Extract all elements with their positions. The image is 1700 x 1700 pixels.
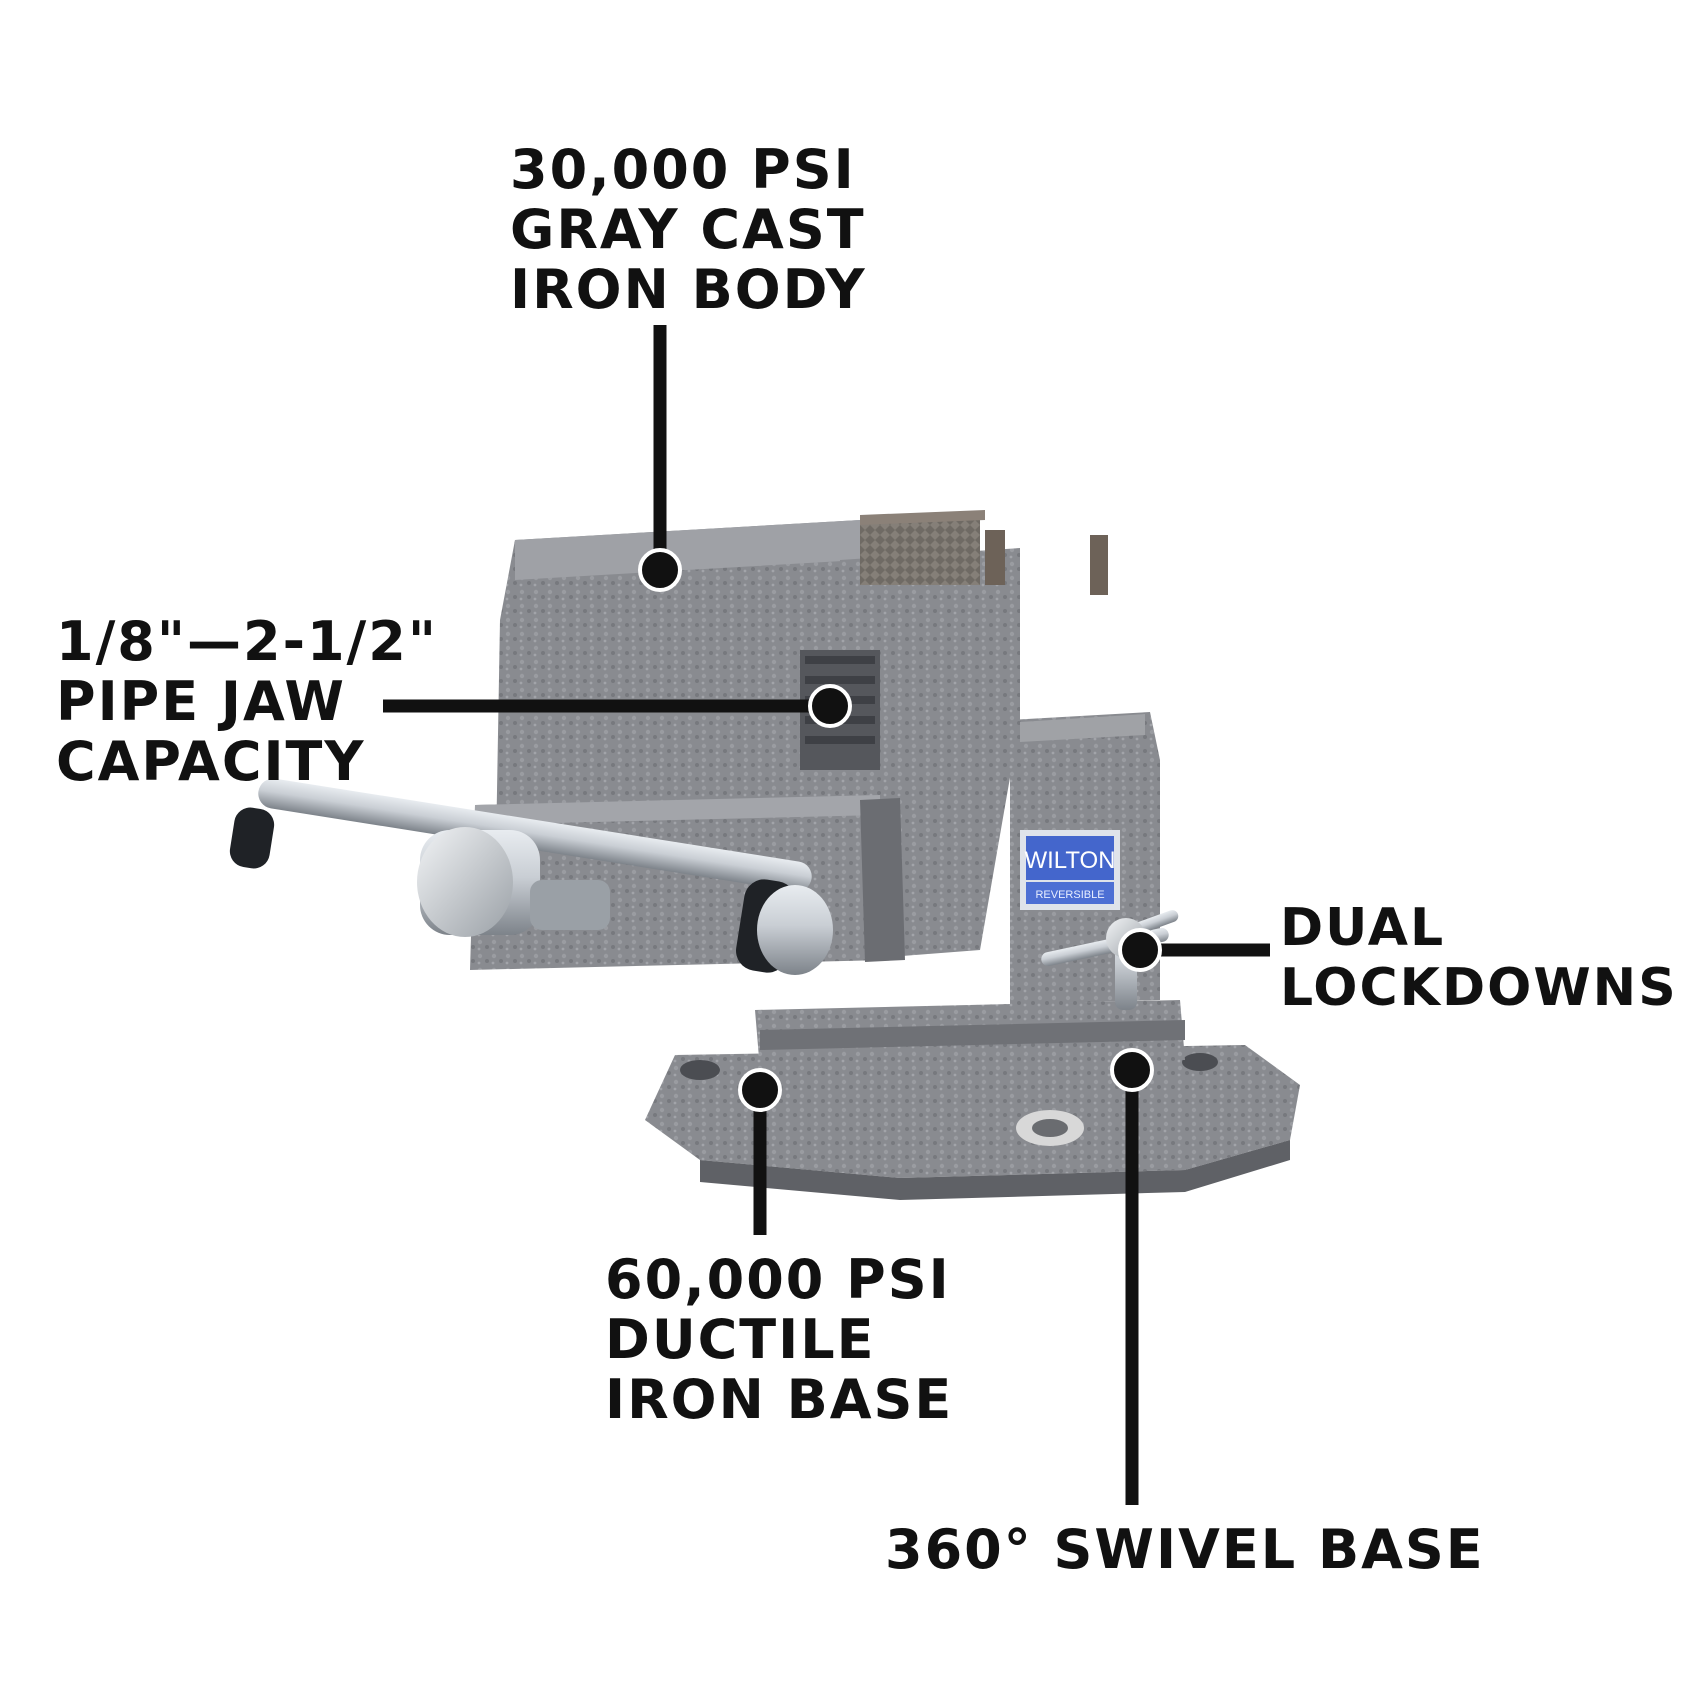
callout-iron-body: 30,000 PSI GRAY CAST IRON BODY [510, 140, 867, 320]
callout-pipe-jaw: 1/8"—2-1/2" PIPE JAW CAPACITY [56, 612, 438, 792]
callout-lockdowns: DUAL LOCKDOWNS [1280, 898, 1678, 1018]
callout-line: 1/8"—2-1/2" [56, 610, 438, 673]
brand-logo-plate: WILTON REVERSIBLE [1020, 830, 1120, 910]
vise-handle [229, 778, 833, 975]
callout-ductile-base: 60,000 PSI DUCTILE IRON BASE [605, 1250, 953, 1430]
leader-lines [383, 325, 1270, 1505]
brand-model: REVERSIBLE [1035, 889, 1104, 901]
brand-logo: WILTON [1024, 847, 1115, 874]
dot-marker-icon [738, 1068, 782, 1112]
callout-line: CAPACITY [56, 730, 366, 793]
callout-line: 30,000 PSI [510, 138, 856, 201]
callout-line: LOCKDOWNS [1280, 958, 1678, 1018]
callout-line: DUAL [1280, 898, 1446, 958]
callout-swivel-base: 360° SWIVEL BASE [885, 1520, 1485, 1580]
callout-line: PIPE JAW [56, 670, 346, 733]
dot-marker-icon [1118, 928, 1162, 972]
callout-line: IRON BASE [605, 1368, 954, 1431]
callout-line: GRAY CAST [510, 198, 866, 261]
callout-line: IRON BODY [510, 258, 867, 321]
dot-marker-icon [1110, 1048, 1154, 1092]
dot-marker-icon [638, 548, 682, 592]
callout-line: 60,000 PSI [605, 1248, 951, 1311]
jaw-inserts [800, 510, 1108, 770]
dot-marker-icon [808, 684, 852, 728]
callout-line: DUCTILE [605, 1308, 876, 1371]
callout-line: 360° SWIVEL BASE [885, 1518, 1485, 1581]
